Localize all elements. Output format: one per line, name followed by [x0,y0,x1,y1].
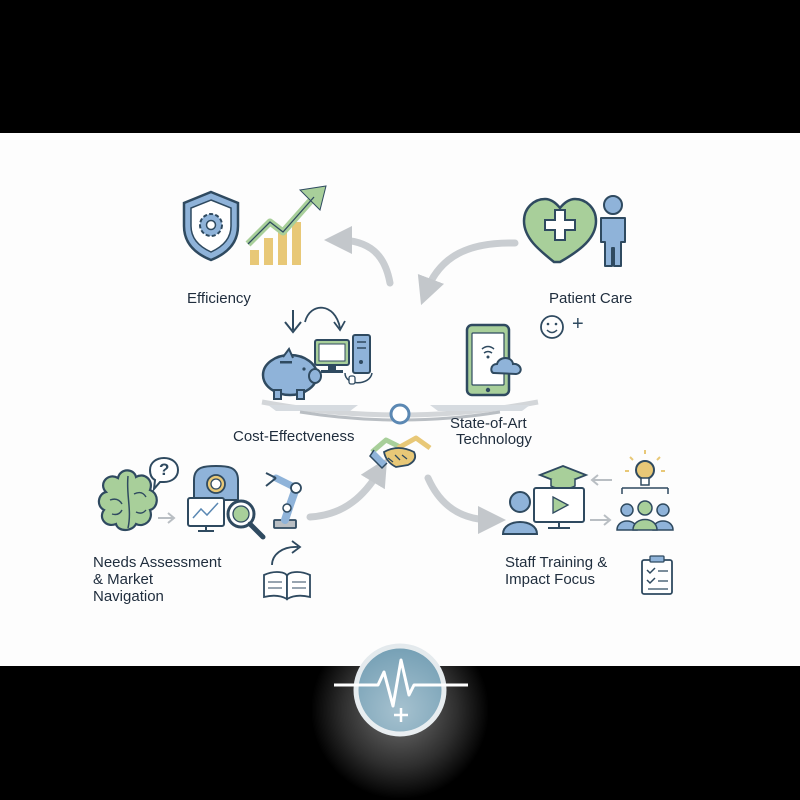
magnifier-icon [226,499,266,540]
label-efficiency: Efficiency [187,290,251,307]
growth-chart-icon [245,185,327,265]
heartbeat-logo-icon [334,643,468,737]
label-needs-line3: Navigation [93,588,164,605]
shield-gear-icon [182,190,240,262]
arrow-to-efficiency [324,226,394,287]
curved-arrow-book [271,540,302,566]
trainer-icon [501,491,539,535]
computer-icon [314,334,373,385]
label-cost-effectiveness: Cost-Effectveness [233,428,355,445]
speech-question-icon [148,456,180,493]
label-technology-line1: State-of-Art [450,415,527,432]
brain-icon [97,469,158,532]
label-staff-line1: Staff Training & [505,554,608,571]
checklist-icon [641,555,673,595]
arrow-from-patient-care [417,239,519,306]
lightbulb-icon [625,450,665,486]
label-needs-line1: Needs Assessment [93,554,222,571]
logo-glow [310,620,490,800]
label-staff-line2: Impact Focus [505,571,596,588]
robotic-arm-icon [265,472,302,529]
video-lesson-icon [533,465,589,529]
handshake-icon [369,435,432,470]
arrow-to-staff [424,474,506,534]
piggy-bank-icon [261,347,322,400]
smiley-icon [540,315,564,339]
smartphone-cloud-icon [465,323,522,397]
book-icon [263,571,311,601]
plus-sign-text: + [572,313,584,335]
team-icon [616,487,674,531]
process-arrows [284,306,346,334]
small-arrows-staff [590,474,612,526]
small-arrow-needs [158,512,176,524]
label-needs-line2: & Market [93,571,154,588]
balance-scale-icon [261,399,539,425]
label-technology-line2: Technology [456,431,532,448]
mri-scanner-icon [187,464,239,532]
question-mark-text: ? [159,460,170,479]
arrow-from-needs [306,457,388,521]
label-patient-care: Patient Care [549,290,633,307]
heart-cross-icon [522,197,598,264]
person-icon [600,195,626,267]
